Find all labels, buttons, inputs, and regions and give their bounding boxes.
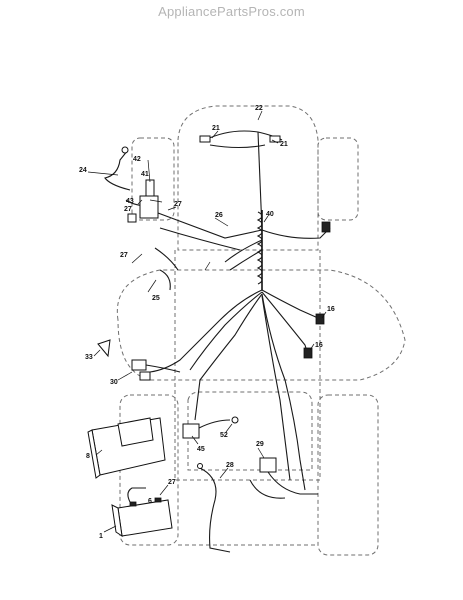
- battery-box: [87, 417, 166, 479]
- headlight-plug: [321, 221, 331, 233]
- engine-connector-b: [139, 371, 151, 381]
- watermark: AppliancePartsPros.com: [158, 4, 305, 19]
- seat-outline: [187, 391, 313, 471]
- headlight-connector-right: [269, 135, 281, 143]
- callout-24: 24: [79, 167, 87, 174]
- frame-outline: [174, 250, 321, 481]
- seat-switch-plug: [259, 457, 277, 473]
- main-harness-coil: [149, 210, 331, 491]
- ground-terminal-52: [231, 416, 239, 424]
- callout-33: 33: [85, 354, 93, 361]
- engine-connectors: [131, 359, 181, 381]
- callouts: 1 6 8 16 16 21 21 22 24 25 26 27 27 27 2…: [79, 105, 335, 540]
- front-wheel-left: [131, 137, 175, 221]
- hood-outline: [177, 105, 319, 251]
- engine-connector-a: [131, 359, 147, 371]
- callout-22: 22: [255, 105, 263, 112]
- callout-29: 29: [256, 441, 264, 448]
- bracket-33: [97, 339, 111, 358]
- tractor-outline: [116, 105, 406, 556]
- seat-switch: [249, 457, 318, 499]
- callout-27d: 27: [168, 479, 176, 486]
- battery-cable: [197, 463, 231, 553]
- module-block: [182, 423, 200, 439]
- callout-1: 1: [99, 533, 103, 540]
- right-connectors: [303, 221, 331, 359]
- fuse-holder: [145, 179, 155, 197]
- callout-25: 25: [152, 295, 160, 302]
- callout-16b: 16: [315, 342, 323, 349]
- callout-52: 52: [220, 432, 228, 439]
- module-45: [182, 416, 239, 439]
- callout-21b: 21: [280, 141, 288, 148]
- deck-outline: [116, 269, 406, 381]
- callout-8: 8: [86, 453, 90, 460]
- front-wheel-right: [317, 137, 359, 221]
- callout-26: 26: [215, 212, 223, 219]
- callout-40: 40: [266, 211, 274, 218]
- headlight-connector-left: [199, 135, 211, 143]
- callout-43: 43: [126, 198, 134, 205]
- switch-connector-16a: [315, 313, 325, 325]
- leader-lines: [87, 110, 327, 533]
- callout-42: 42: [133, 156, 141, 163]
- callout-27b: 27: [174, 201, 182, 208]
- left-branch-harness: [104, 146, 263, 291]
- switch-connector-16b: [303, 347, 313, 359]
- relay-connector: [127, 213, 137, 223]
- ring-terminal-24: [121, 146, 129, 154]
- callout-41: 41: [141, 171, 149, 178]
- callout-30: 30: [110, 379, 118, 386]
- battery: [111, 487, 173, 538]
- callout-21a: 21: [212, 125, 220, 132]
- callout-16a: 16: [327, 306, 335, 313]
- callout-6: 6: [148, 498, 152, 505]
- callout-27c: 27: [120, 252, 128, 259]
- rear-wheel-right: [317, 394, 379, 556]
- ignition-switch: [139, 195, 159, 219]
- callout-45: 45: [197, 446, 205, 453]
- callout-28: 28: [226, 462, 234, 469]
- callout-27a: 27: [124, 206, 132, 213]
